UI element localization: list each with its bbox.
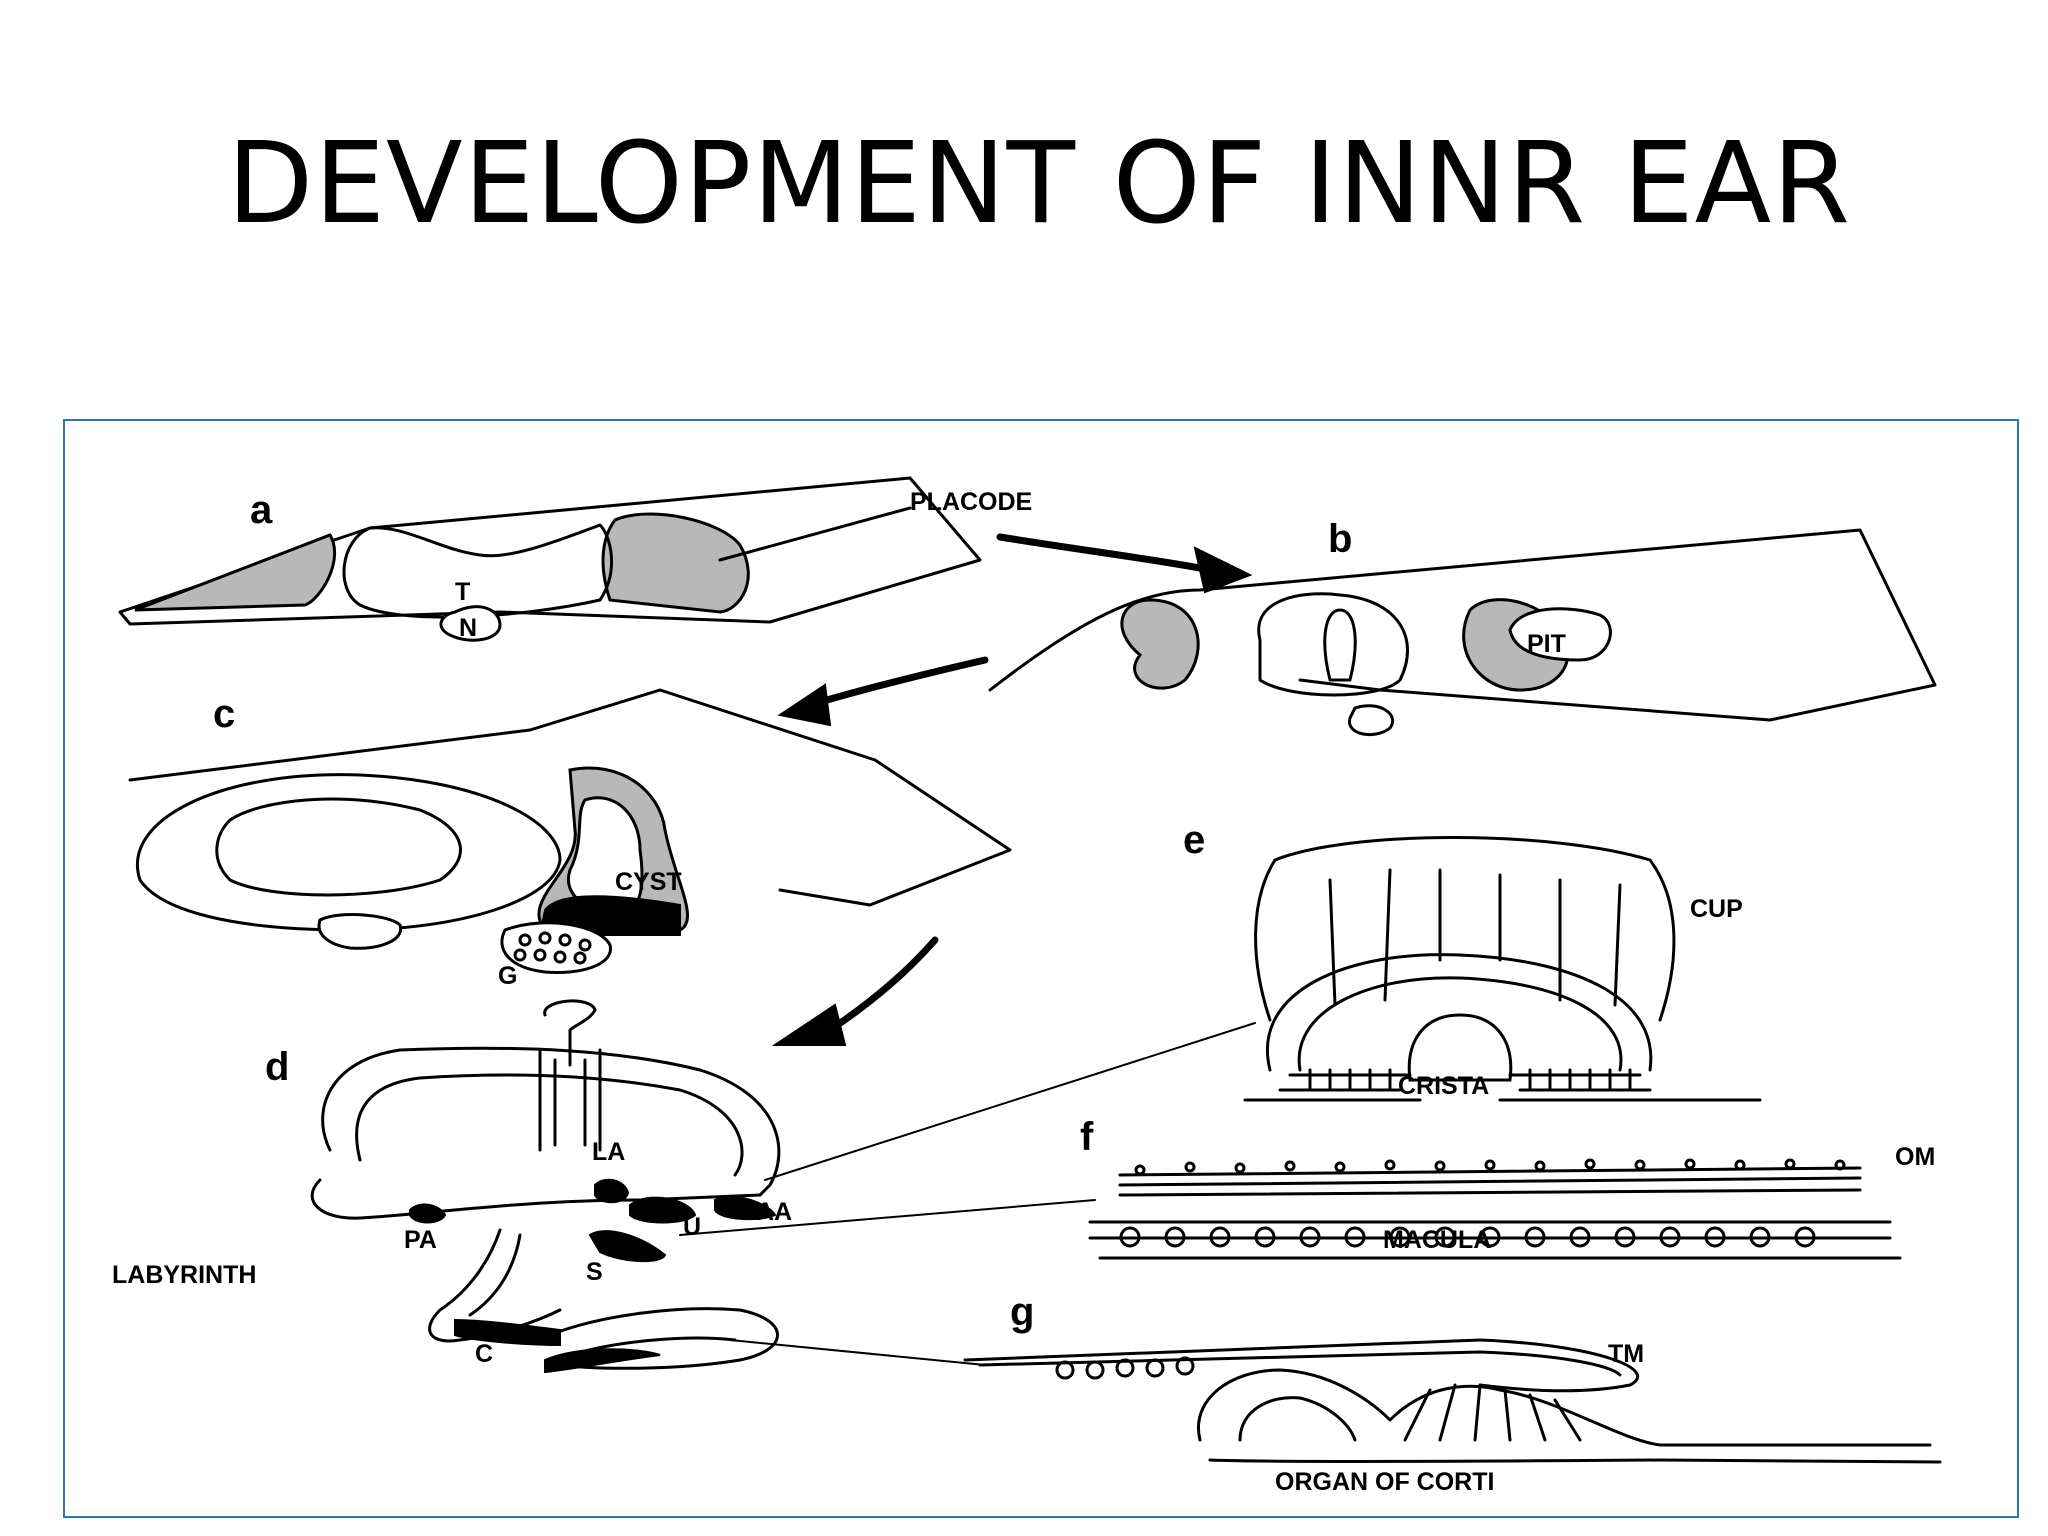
- macula-label: MACULA: [1383, 1226, 1491, 1254]
- panel-d-label: d: [265, 1045, 289, 1089]
- panel-e-label: e: [1183, 818, 1205, 862]
- panel-b-illustration: [988, 528, 1937, 737]
- panel-a-illustration: [118, 476, 982, 642]
- placode-label: PLACODE: [910, 488, 1032, 516]
- panel-g-label: g: [1010, 1290, 1034, 1334]
- panel-f-illustration: [1088, 1158, 1902, 1260]
- arrow-a-to-b: [996, 533, 1253, 594]
- organ-of-corti-label: ORGAN OF CORTI: [1275, 1468, 1494, 1496]
- panel-f-label: f: [1080, 1115, 1094, 1159]
- arrow-b-to-c: [777, 656, 989, 727]
- tm-label: TM: [1608, 1340, 1644, 1368]
- s-label: S: [586, 1258, 603, 1286]
- labyrinth-label: LABYRINTH: [112, 1261, 256, 1289]
- outer-cells: [1055, 1356, 1195, 1380]
- aa-label: AA: [756, 1198, 792, 1226]
- crista-label: CRISTA: [1398, 1072, 1489, 1100]
- otoconia: [1134, 1158, 1846, 1176]
- pit-label: PIT: [1527, 630, 1566, 658]
- panel-b-label: b: [1328, 517, 1352, 561]
- panel-e-illustration: [1243, 836, 1762, 1102]
- la-label: LA: [592, 1138, 625, 1166]
- panel-a-label: a: [250, 488, 273, 532]
- panel-c-label: c: [213, 692, 235, 736]
- cochlea-label: C: [475, 1340, 493, 1368]
- macula-hair-cells: [1119, 1226, 1816, 1248]
- u-label: U: [683, 1213, 701, 1241]
- panel-c-illustration: [128, 688, 1012, 975]
- t-label: T: [455, 578, 470, 606]
- figure-frame: [63, 419, 2019, 1518]
- arrow-c-to-d: [771, 936, 939, 1046]
- cup-label: CUP: [1690, 895, 1743, 923]
- om-label: OM: [1895, 1143, 1935, 1171]
- panel-g-illustration: [963, 1338, 1942, 1464]
- cyst-label: CYST: [615, 868, 682, 896]
- ganglion-cells: [513, 931, 592, 965]
- ganglion-label: G: [498, 962, 517, 990]
- pa-label: PA: [404, 1226, 437, 1254]
- n-label: N: [459, 614, 477, 642]
- panel-d-illustration: [310, 999, 1256, 1374]
- slide-title: DEVELOPMENT OF INNR EAR: [226, 119, 1852, 249]
